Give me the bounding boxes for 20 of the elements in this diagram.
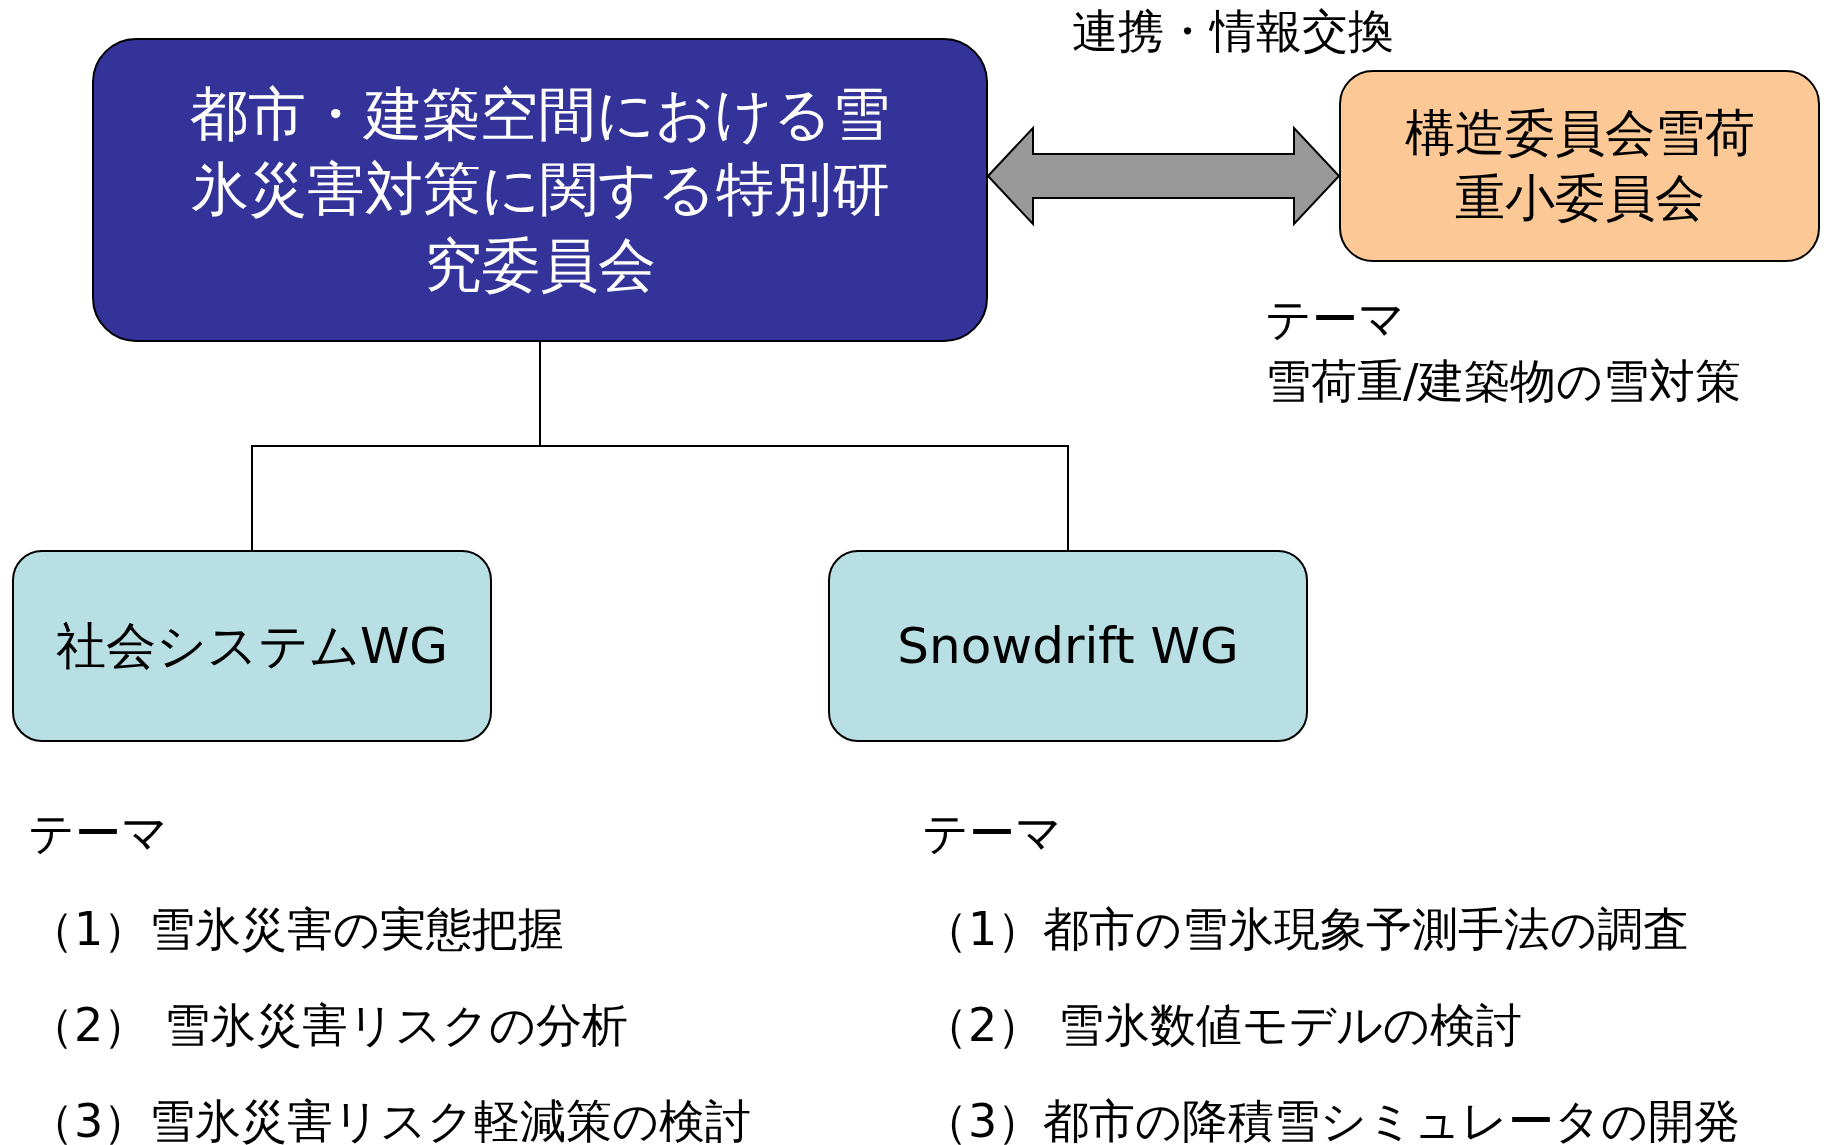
box-label: 構造委員会雪荷重小委員会 [1403,103,1756,229]
theme-item: （3）雪氷災害リスク軽減策の検討 [28,1094,752,1145]
committee-box [92,38,988,342]
double-arrow [986,125,1341,227]
committee-box [1339,70,1820,262]
working-group-box [12,550,492,742]
theme-heading: テーマ [1265,292,1405,348]
theme-item: （3）都市の降積雪シミュレータの開発 [922,1094,1741,1145]
edge-label: 連携・情報交換 [1072,4,1394,60]
theme-item: （2） 雪氷災害リスクの分析 [28,998,628,1054]
box-label: Snowdrift WG [897,615,1239,677]
box-label: 都市・建築空間における雪氷災害対策に関する特別研究委員会 [189,78,891,301]
working-group-box [828,550,1308,742]
theme-item: （2） 雪氷数値モデルの検討 [922,998,1522,1054]
theme-heading: テーマ [28,806,168,862]
theme-item: （1）雪氷災害の実態把握 [28,902,565,958]
box-label: 社会システムWG [55,615,449,677]
theme-heading: テーマ [922,806,1062,862]
theme-item: （1）都市の雪氷現象予測手法の調査 [922,902,1690,958]
theme-item: 雪荷重/建築物の雪対策 [1265,354,1742,410]
